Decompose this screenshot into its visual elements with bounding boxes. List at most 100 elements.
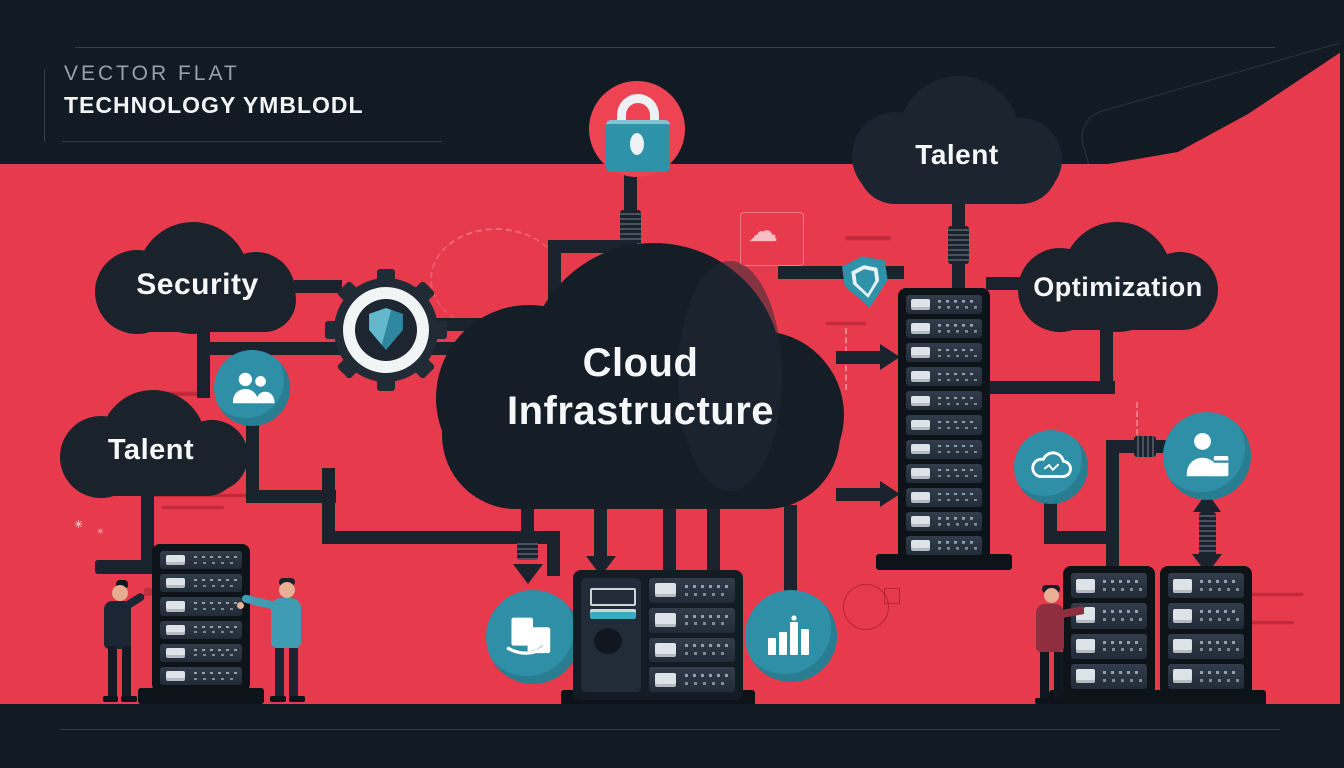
cloud-talent-left-label: Talent (107, 434, 195, 466)
cloud-sync-badge (1014, 430, 1088, 504)
line-right-coupling (1134, 436, 1156, 457)
documents-badge (486, 590, 580, 684)
line-cloud-cab-2 (663, 505, 676, 575)
line-cloud-cab-1 (594, 505, 607, 560)
line-team-stem (246, 420, 259, 498)
figure-leg (289, 648, 298, 698)
line-rack-arrow1-h (836, 351, 882, 364)
figure-torso (1036, 604, 1064, 652)
cloud-talent-top-label: Talent (915, 139, 999, 170)
figure-leg (108, 646, 117, 698)
line-rack-to-optimization (986, 277, 1024, 290)
figure-held-item (144, 588, 152, 596)
line-team-elbow-v (322, 468, 335, 544)
server-unit (906, 391, 982, 411)
figure-foot (270, 696, 286, 702)
engineer-teal-shirt (237, 578, 321, 706)
decor-scribble-4 (162, 506, 224, 509)
line-docs-arrow-coupling (517, 540, 538, 560)
decor-dashed-arc (430, 228, 562, 330)
server-unit (1071, 663, 1147, 689)
figure-foot (1035, 698, 1050, 704)
arrow-down-docs (513, 564, 543, 584)
page-title: TECHNOLOGY YMBLODL (64, 92, 364, 118)
line-talent-top-coupling (948, 226, 969, 264)
right-edge-strip (1340, 0, 1344, 768)
header-rule-left (44, 70, 45, 142)
cloud-base (64, 434, 238, 496)
cabinet-units (645, 572, 739, 698)
server-unit (1168, 663, 1244, 689)
figure-head (112, 585, 128, 601)
cloud-security: Security (95, 222, 300, 334)
figure-hand (237, 602, 244, 609)
footer-band (0, 704, 1344, 768)
decor-dashed-line-2 (1136, 402, 1138, 444)
figure-foot (103, 696, 118, 702)
cloud-highlight (678, 261, 782, 491)
cloud-optimization: Optimization (1018, 222, 1218, 334)
server-unit (160, 643, 242, 662)
bar-chart-icon (768, 615, 809, 655)
server-unit (1168, 573, 1244, 599)
server-unit (906, 487, 982, 507)
server-unit (906, 439, 982, 459)
gear-shield-icon (325, 269, 447, 391)
server-unit (160, 620, 242, 639)
server-unit (906, 295, 982, 315)
server-unit (1071, 573, 1147, 599)
server-unit (1168, 603, 1244, 629)
central-label-line1: Cloud (582, 341, 699, 385)
cloud-security-label: Security (136, 268, 259, 301)
line-optimization-stem (1100, 328, 1113, 390)
bar-chart-badge (745, 590, 837, 682)
decor-sketch-box (740, 212, 804, 266)
figure-head (1044, 588, 1059, 603)
line-cloud-cab-3 (707, 505, 720, 575)
cabinet-tower-slot (590, 588, 636, 606)
figure-leg (275, 648, 284, 698)
server-unit (906, 415, 982, 435)
bottom-left-rack-base (138, 688, 264, 704)
server-unit (906, 367, 982, 387)
padlock-shackle (617, 94, 659, 136)
kicker-text: VECTOR FLAT (64, 62, 240, 85)
header-rule-under-title (62, 141, 442, 142)
decor-circuit-square (884, 588, 900, 604)
line-security-down (197, 324, 210, 398)
server-unit (906, 511, 982, 531)
cloud-central: Cloud Infrastructure (428, 243, 853, 521)
header-rule-top (75, 47, 1275, 48)
arrow-right-rack-2 (880, 481, 900, 507)
line-team-elbow-h (246, 490, 336, 503)
server-unit (906, 535, 982, 556)
team-icon (233, 372, 275, 404)
line-security-to-gear (294, 280, 342, 293)
decor-scribble-7 (826, 322, 866, 325)
server-unit (906, 319, 982, 339)
decor-sparkle-2: ✳ (97, 527, 104, 536)
decor-scribble-2 (845, 236, 891, 240)
decor-scribble-5 (1243, 593, 1303, 596)
figure-foot (121, 696, 137, 702)
footer-rule (60, 729, 1280, 730)
server-unit (906, 343, 982, 363)
decor-sketch-cloud-icon: ☁ (748, 215, 778, 248)
cloud-talent-top: Talent (852, 76, 1062, 206)
server-unit (649, 637, 735, 663)
team-badge (214, 350, 290, 426)
line-bottom-main-h (322, 531, 560, 544)
figure-held-key (1084, 607, 1095, 614)
line-optimization-h (986, 381, 1115, 394)
server-unit (906, 463, 982, 483)
user-package-badge (1163, 412, 1251, 500)
central-label-line2: Infrastructure (506, 389, 775, 433)
engineer-suit-left (92, 580, 156, 706)
line-bottom-main-drop (547, 531, 560, 576)
cloud-talent-left: Talent (60, 390, 248, 498)
decor-scribble-6 (1250, 621, 1294, 624)
line-ge-h (1044, 531, 1116, 544)
server-unit (649, 607, 735, 633)
figure-hair (116, 580, 128, 589)
